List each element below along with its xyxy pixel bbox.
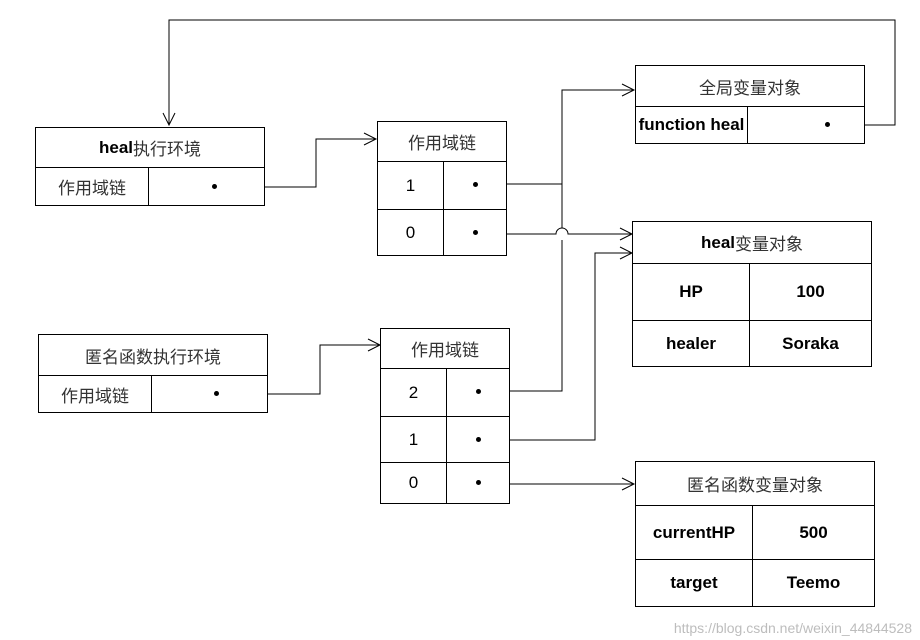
arrow-heal-chain-1-to-global — [474, 89, 634, 185]
anon-scope-chain-entry: 1 — [381, 417, 509, 463]
global-vo-title: 全局变量对象 — [636, 66, 864, 107]
heal-scope-chain-entry: 1 — [378, 162, 506, 210]
anon-scope-chain-title: 作用域链 — [381, 329, 509, 369]
heal-scope-chain: 作用域链 1 0 — [377, 121, 507, 256]
arrow-anon-context-to-scope-chain — [216, 344, 380, 395]
global-variable-object: 全局变量对象 function heal — [635, 65, 865, 144]
heal-context-scope-label: 作用域链 — [36, 168, 149, 205]
anon-variable-object: 匿名函数变量对象 currentHP 500 target Teemo — [635, 461, 875, 607]
anon-scope-chain: 作用域链 2 1 0 — [380, 328, 510, 504]
global-vo-function-heal: function heal — [636, 107, 748, 143]
heal-vo-row: healer Soraka — [633, 321, 871, 366]
arrow-anon-chain-1-to-heal-vo — [478, 252, 632, 441]
heal-scope-chain-entry: 0 — [378, 210, 506, 255]
heal-scope-chain-title: 作用域链 — [378, 122, 506, 162]
anon-context-scope-pointer — [152, 376, 267, 412]
arrow-heal-context-to-scope-chain — [214, 138, 376, 188]
anon-scope-chain-entry: 2 — [381, 369, 509, 417]
arrow-global-to-heal-context — [168, 19, 896, 126]
anon-vo-title: 匿名函数变量对象 — [636, 462, 874, 506]
anon-vo-row: currentHP 500 — [636, 506, 874, 560]
heal-execution-context: heal 执行环境 作用域链 — [35, 127, 265, 206]
anon-vo-row: target Teemo — [636, 560, 874, 606]
anon-scope-chain-entry: 0 — [381, 463, 509, 503]
anon-context-title: 匿名函数执行环境 — [39, 335, 267, 376]
anon-context-scope-label: 作用域链 — [39, 376, 152, 412]
heal-context-title: heal 执行环境 — [36, 128, 264, 168]
heal-vo-row: HP 100 — [633, 264, 871, 321]
watermark: https://blog.csdn.net/weixin_44844528 — [673, 620, 912, 636]
heal-context-scope-pointer — [149, 168, 264, 205]
anon-execution-context: 匿名函数执行环境 作用域链 — [38, 334, 268, 413]
